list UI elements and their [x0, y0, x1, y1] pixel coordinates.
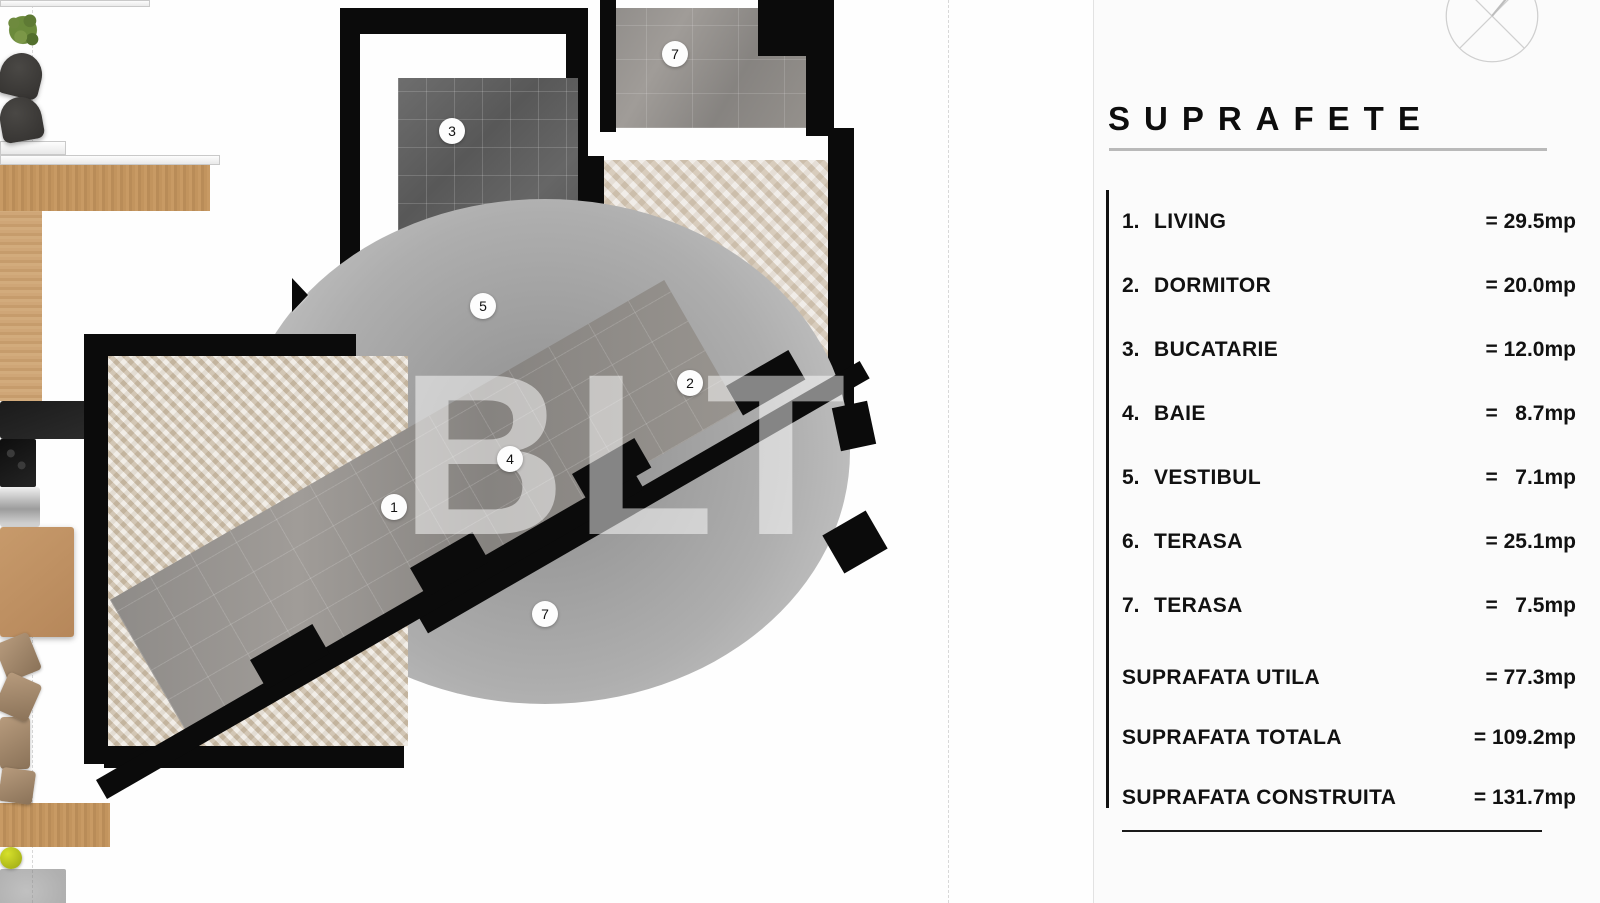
legend-row-suprafata-construita: SUPRAFATA CONSTRUITA = 131.7mp — [1106, 768, 1576, 828]
room-marker-2[interactable]: 2 — [677, 370, 703, 396]
wall-kitchen-top — [340, 8, 584, 34]
room-marker-5[interactable]: 5 — [470, 293, 496, 319]
summary-name: SUPRAFATA UTILA — [1122, 666, 1321, 689]
wall-kitchen-left — [340, 8, 360, 298]
title-underline — [1109, 148, 1547, 151]
row-value: = 12.0mp — [1485, 338, 1576, 361]
row-number: 1. — [1122, 210, 1140, 233]
legend-row-baie[interactable]: 4. BAIE = 8.7mp — [1106, 382, 1576, 446]
row-name: BAIE — [1154, 402, 1206, 425]
summary-value: = 77.3mp — [1485, 666, 1576, 689]
page-title: SUPRAFETE — [1108, 100, 1434, 137]
room-marker-4[interactable]: 4 — [497, 446, 523, 472]
terrace-chair-a — [0, 48, 47, 102]
wall-living-top — [84, 334, 356, 356]
compass-rose-icon — [1445, 0, 1539, 63]
entrance-arrow-icon — [292, 278, 308, 312]
plant-terrace-upper — [0, 7, 46, 53]
dining-chair-a — [0, 631, 43, 683]
row-name: TERASA — [1154, 594, 1243, 617]
row-number: 7. — [1122, 594, 1140, 617]
kitchen-fridge — [0, 487, 40, 527]
row-value: = 29.5mp — [1485, 210, 1576, 233]
legend-row-vestibul[interactable]: 5. VESTIBUL = 7.1mp — [1106, 446, 1576, 510]
summary-value: = 109.2mp — [1473, 726, 1576, 749]
vestibul-accent-dot — [0, 847, 22, 869]
dining-table — [0, 527, 74, 637]
row-value: = 20.0mp — [1485, 274, 1576, 297]
row-number: 6. — [1122, 530, 1140, 553]
row-name: TERASA — [1154, 530, 1243, 553]
wall-terrace-upper-left — [600, 0, 616, 132]
dining-chair-b — [0, 671, 43, 723]
areas-legend-panel: SUPRAFETE 1. LIVING = 29.5mp 2. DORMITOR… — [1094, 0, 1600, 903]
row-value: = 8.7mp — [1485, 402, 1576, 425]
row-name: DORMITOR — [1154, 274, 1272, 297]
legend-row-dormitor[interactable]: 2. DORMITOR = 20.0mp — [1106, 254, 1576, 318]
dining-chair-c — [0, 717, 30, 769]
summary-value: = 131.7mp — [1473, 786, 1576, 809]
terrace-corner-block — [831, 400, 877, 452]
row-number: 5. — [1122, 466, 1140, 489]
kitchen-sink — [0, 401, 88, 439]
summary-name: SUPRAFATA TOTALA — [1122, 726, 1342, 749]
vestibul-mat — [0, 869, 66, 903]
legend-row-terasa-6[interactable]: 6. TERASA = 25.1mp — [1106, 510, 1576, 574]
terrace-upper-rail — [0, 0, 150, 7]
terrace-upper-door — [0, 141, 66, 155]
row-name: BUCATARIE — [1154, 338, 1279, 361]
row-value: = 25.1mp — [1485, 530, 1576, 553]
kitchen-counter-left — [0, 211, 42, 401]
summary-name: SUPRAFATA CONSTRUITA — [1122, 786, 1397, 809]
terrace-chair-b — [0, 93, 46, 145]
row-name: VESTIBUL — [1154, 466, 1262, 489]
row-number: 3. — [1122, 338, 1140, 361]
row-value: = 7.5mp — [1485, 594, 1576, 617]
room-marker-1[interactable]: 1 — [381, 494, 407, 520]
kitchen-cooktop — [0, 439, 36, 487]
legend-row-bucatarie[interactable]: 3. BUCATARIE = 12.0mp — [1106, 318, 1576, 382]
room-marker-7-lower[interactable]: 7 — [532, 601, 558, 627]
vestibul-console — [0, 803, 110, 847]
wall-terrace-upper-right2 — [806, 46, 834, 136]
kitchen-counter-top — [0, 165, 210, 211]
row-name: LIVING — [1154, 210, 1227, 233]
kitchen-window — [0, 155, 220, 165]
row-value: = 7.1mp — [1485, 466, 1576, 489]
wall-living-left — [84, 334, 108, 764]
page-guide-right — [948, 0, 949, 903]
legend-row-living[interactable]: 1. LIVING = 29.5mp — [1106, 190, 1576, 254]
legend-row-suprafata-totala: SUPRAFATA TOTALA = 109.2mp — [1106, 708, 1576, 768]
legend-row-terasa-7[interactable]: 7. TERASA = 7.5mp — [1106, 574, 1576, 638]
legend-row-suprafata-utila: SUPRAFATA UTILA = 77.3mp — [1106, 648, 1576, 708]
panel-divider — [1093, 0, 1094, 903]
dining-chair-d — [0, 766, 37, 806]
legend-left-bar — [1106, 190, 1109, 808]
row-number: 2. — [1122, 274, 1140, 297]
room-marker-3[interactable]: 3 — [439, 118, 465, 144]
summary-separator — [1122, 830, 1542, 832]
row-number: 4. — [1122, 402, 1140, 425]
room-marker-7-upper[interactable]: 7 — [662, 41, 688, 67]
floor-plan-canvas: BLT 1 2 3 4 5 7 7 — [0, 0, 1090, 903]
legend-rows: 1. LIVING = 29.5mp 2. DORMITOR = 20.0mp … — [1106, 190, 1576, 832]
